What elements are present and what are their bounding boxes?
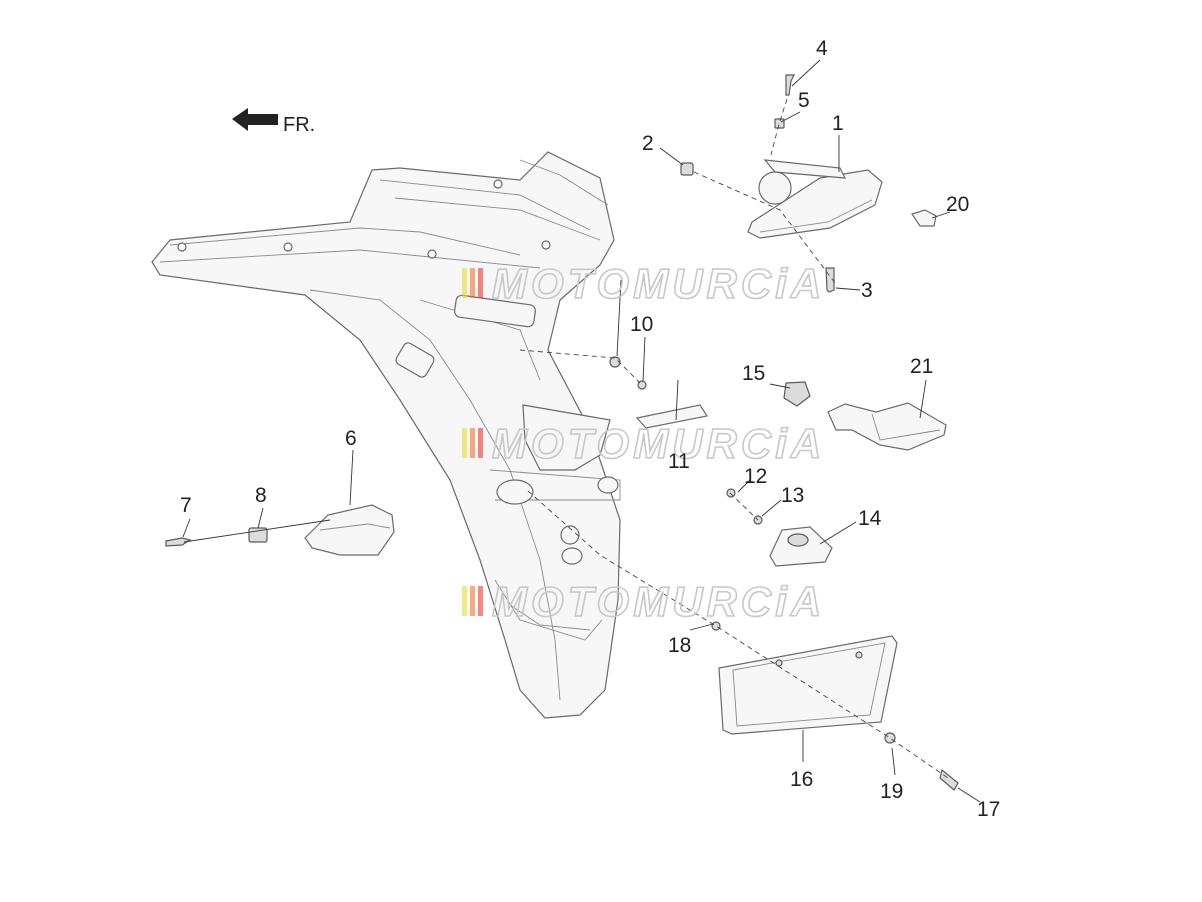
callout-13: 13 — [781, 484, 804, 507]
callout-17: 17 — [977, 798, 1000, 821]
callout-15: 15 — [742, 362, 765, 385]
rear-fender — [151, 151, 621, 719]
callout-14: 14 — [858, 507, 882, 530]
reflector — [635, 404, 708, 429]
callout-10: 10 — [630, 313, 653, 336]
front-direction-label: FR. — [283, 114, 315, 136]
turn-signal-left — [304, 504, 395, 556]
watermark-bottom: MOTOMURCiA — [462, 577, 825, 626]
watermarks: MOTOMURCiA MOTOMURCiA MOTOMURCiA — [462, 259, 825, 626]
callout-19: 19 — [880, 780, 903, 803]
leader-lines — [182, 59, 981, 803]
svg-text:MOTOMURCiA: MOTOMURCiA — [492, 420, 825, 467]
callout-1: 1 — [832, 112, 844, 135]
assembly-lines — [183, 98, 949, 779]
callout-16: 16 — [790, 768, 813, 791]
callout-2: 2 — [642, 132, 654, 155]
front-direction-arrow: FR. — [232, 108, 315, 136]
callout-21: 21 — [910, 355, 933, 378]
callout-labels: 4 5 1 2 20 3 10 15 21 11 12 13 14 6 7 8 … — [180, 37, 1000, 821]
svg-text:MOTOMURCiA: MOTOMURCiA — [492, 578, 825, 625]
svg-text:MOTOMURCiA: MOTOMURCiA — [492, 260, 825, 307]
watermark-middle: MOTOMURCiA — [462, 419, 825, 468]
callout-6: 6 — [345, 427, 357, 450]
callout-5: 5 — [798, 89, 810, 112]
tail-light — [747, 159, 883, 239]
callout-4: 4 — [816, 37, 828, 60]
watermark-top: MOTOMURCiA — [462, 259, 825, 308]
callout-3: 3 — [861, 279, 873, 302]
callout-18: 18 — [668, 634, 691, 657]
hardware-items — [165, 74, 959, 791]
tail-light-bulb — [911, 209, 937, 227]
callout-12: 12 — [744, 465, 767, 488]
license-plate-holder — [718, 635, 898, 735]
callout-20: 20 — [946, 193, 969, 216]
callout-7: 7 — [180, 494, 192, 517]
turn-signal-right — [827, 402, 947, 451]
license-plate-light — [769, 526, 833, 567]
callout-11: 11 — [668, 450, 690, 473]
callout-8: 8 — [255, 484, 267, 507]
